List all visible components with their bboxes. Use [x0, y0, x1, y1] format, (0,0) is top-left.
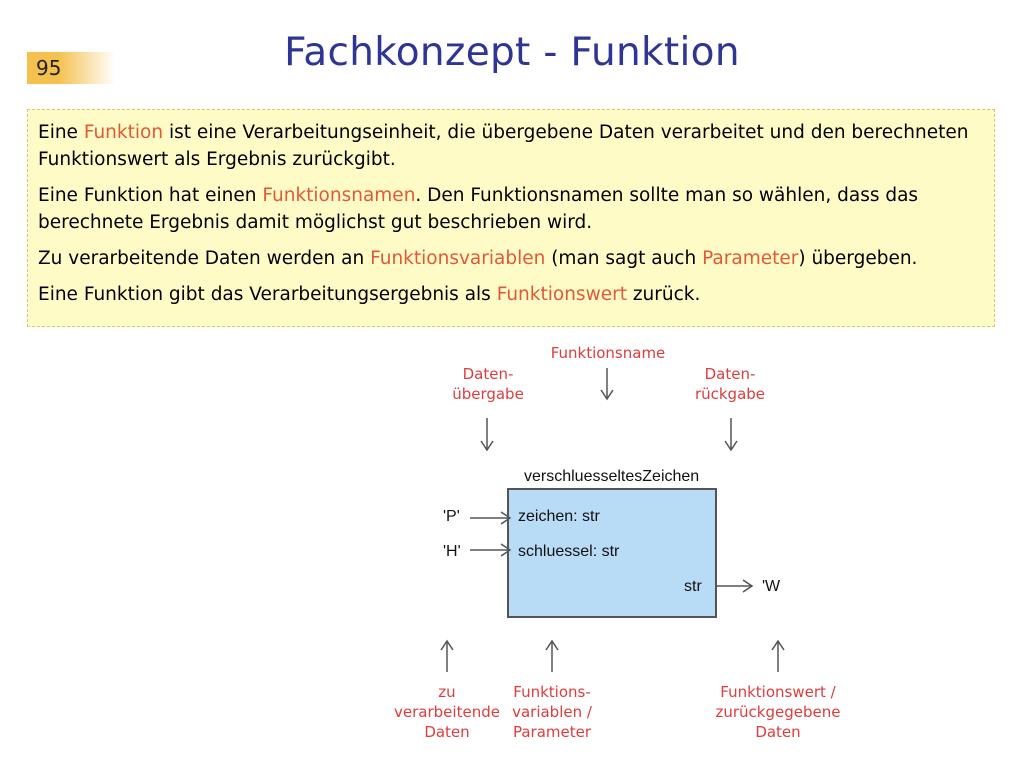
paragraph: Zu verarbeitende Daten werden an Funktio… [38, 245, 984, 272]
return-type: str [684, 578, 702, 595]
arrow-down-funktionsname [600, 368, 614, 401]
paragraph-text: Eine [38, 122, 84, 143]
function-name: verschluesseltesZeichen [524, 468, 700, 485]
label-datenuebergabe: Daten- übergabe [452, 365, 524, 403]
arrow-right-output [717, 579, 754, 593]
function-box [507, 488, 717, 618]
page-title: Fachkonzept - Funktion [284, 30, 740, 75]
paragraph-text: zurück. [626, 284, 701, 305]
arrow-down-datenuebergabe [480, 418, 494, 452]
page-number-badge: 95 [27, 52, 115, 84]
input-value-h: 'H' [443, 543, 461, 560]
input-value-p: 'P' [443, 508, 460, 525]
label-zu-verarbeitende-daten: zu verarbeitende Daten [394, 683, 500, 741]
highlight-term: Funktionsvariablen [370, 248, 546, 269]
paragraph-text: . Den Funktionsnamen sollte man so wähle… [38, 185, 919, 233]
paragraph: Eine Funktion ist eine Verarbeitungseinh… [38, 119, 984, 173]
paragraph-text: ist eine Verarbeitungseinheit, die überg… [38, 122, 969, 170]
paragraph: Eine Funktion hat einen Funktionsnamen. … [38, 182, 984, 236]
definition-box: Eine Funktion ist eine Verarbeitungseinh… [27, 109, 995, 327]
arrow-right-input-h [470, 543, 512, 557]
arrow-right-input-p [470, 511, 512, 525]
paragraph: Eine Funktion gibt das Verarbeitungserge… [38, 281, 984, 308]
paragraph-text: ) übergeben. [798, 248, 918, 269]
label-datenrueckgabe: Daten- rückgabe [694, 365, 766, 403]
label-funktionsname: Funktionsname [550, 344, 666, 362]
label-funktionswert: Funktionswert / zurückgegebene Daten [715, 683, 841, 741]
highlight-term: Funktion [83, 122, 164, 143]
output-value-w: 'W [762, 578, 781, 595]
paragraph-text: Eine Funktion gibt das Verarbeitungserge… [38, 284, 497, 305]
arrow-up-funktionswert [771, 639, 785, 672]
highlight-term: Parameter [702, 248, 799, 269]
arrow-down-datenrueckgabe [724, 418, 738, 452]
param-schluessel: schluessel: str [518, 543, 620, 560]
param-zeichen: zeichen: str [518, 508, 600, 525]
paragraph-text: Zu verarbeitende Daten werden an [38, 248, 371, 269]
paragraph-text: Eine Funktion hat einen [38, 185, 263, 206]
page-number: 95 [36, 56, 62, 80]
arrow-up-zu-verarbeitende-daten [440, 639, 454, 672]
paragraph-text: (man sagt auch [545, 248, 703, 269]
highlight-term: Funktionswert [496, 284, 627, 305]
arrow-up-funktionsvariablen [545, 639, 559, 672]
highlight-term: Funktionsnamen [262, 185, 416, 206]
label-funktionsvariablen: Funktions- variablen / Parameter [512, 683, 592, 741]
